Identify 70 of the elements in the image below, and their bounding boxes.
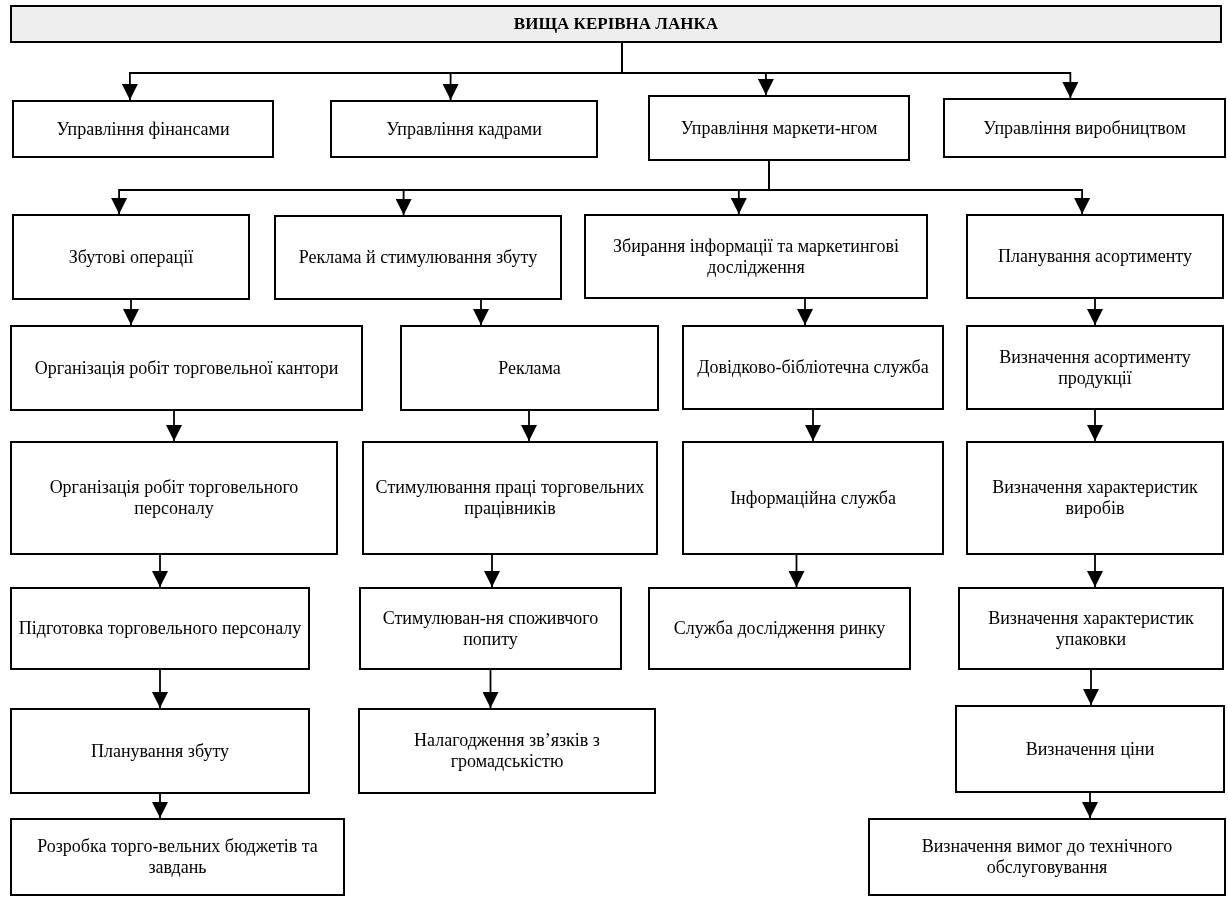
process-box bbox=[648, 587, 911, 670]
box-label: Управління фінансами bbox=[56, 118, 230, 140]
box-label: Організація робіт торговельного персоналу bbox=[48, 477, 300, 519]
process-box bbox=[943, 98, 1226, 158]
title-text: ВИЩА КЕРІВНА ЛАНКА bbox=[513, 14, 719, 34]
header-box bbox=[10, 5, 1222, 43]
process-box bbox=[10, 441, 338, 555]
process-box bbox=[10, 708, 310, 794]
box-label: Планування збуту bbox=[90, 740, 230, 762]
process-box bbox=[12, 214, 250, 300]
process-box bbox=[358, 708, 656, 794]
process-box bbox=[362, 441, 658, 555]
arrow bbox=[1087, 554, 1103, 588]
box-label: Управління виробництвом bbox=[983, 117, 1186, 139]
process-box bbox=[958, 587, 1224, 670]
process-box bbox=[682, 325, 944, 410]
box-label: Визначення асортименту продукції bbox=[998, 346, 1192, 389]
arrow bbox=[1083, 669, 1099, 706]
process-box bbox=[330, 100, 598, 158]
process-box bbox=[359, 587, 622, 670]
process-box bbox=[648, 95, 910, 161]
box-label: Управління маркети-нгом bbox=[680, 117, 878, 139]
process-box bbox=[966, 325, 1224, 410]
box-label: Визначення характеристик упаковки bbox=[987, 607, 1195, 650]
arrow bbox=[1087, 298, 1103, 326]
box-label: Служба дослідження ринку bbox=[673, 618, 886, 639]
box-label: Інформаційна служба bbox=[730, 487, 896, 509]
process-box bbox=[966, 214, 1224, 299]
process-box bbox=[12, 100, 274, 158]
process-box bbox=[10, 818, 345, 896]
box-label: Реклама bbox=[498, 357, 561, 379]
process-box bbox=[966, 441, 1224, 555]
box-label: Визначення вимог до технічного обслуговування bbox=[920, 836, 1174, 878]
process-box bbox=[10, 587, 310, 670]
process-box bbox=[400, 325, 659, 411]
arrow bbox=[768, 160, 1091, 215]
arrow bbox=[152, 669, 168, 709]
arrow bbox=[797, 298, 813, 326]
arrow bbox=[521, 410, 537, 442]
box-label: Збирання інформації та маркетингові дослідження bbox=[612, 235, 900, 278]
arrow bbox=[805, 409, 821, 442]
process-box bbox=[10, 325, 363, 411]
arrow bbox=[1087, 409, 1103, 442]
box-label: Збутові операції bbox=[68, 246, 194, 268]
box-label: Визначення характеристик виробів bbox=[991, 477, 1199, 519]
arrow bbox=[482, 669, 499, 709]
process-box bbox=[868, 818, 1226, 896]
box-label: Підготовка торговельного персоналу bbox=[18, 618, 302, 639]
process-box bbox=[584, 214, 928, 299]
arrow bbox=[123, 299, 139, 326]
box-label: Визначення ціни bbox=[1025, 738, 1155, 760]
arrow bbox=[152, 554, 168, 588]
arrow bbox=[166, 410, 182, 442]
process-box bbox=[682, 441, 944, 555]
arrow bbox=[152, 793, 168, 819]
box-label: Управління кадрами bbox=[386, 118, 542, 140]
arrow bbox=[1082, 792, 1098, 819]
process-box bbox=[955, 705, 1225, 793]
box-label: Стимулювання праці торговельних працівників bbox=[374, 477, 646, 519]
arrow bbox=[484, 554, 500, 588]
box-label: Розробка торго-вельних бюджетів та завдань bbox=[36, 836, 319, 878]
box-label: Реклама й стимулювання збуту bbox=[298, 247, 538, 268]
box-label: Довідково-бібліотечна служба bbox=[697, 357, 929, 378]
box-label: Планування асортименту bbox=[998, 246, 1192, 267]
arrow bbox=[788, 554, 805, 588]
box-label: Організація робіт торговельної кантори bbox=[34, 357, 339, 379]
arrow bbox=[473, 299, 489, 326]
process-box bbox=[274, 215, 562, 300]
box-label: Стимулюван-ня споживчого попиту bbox=[381, 607, 600, 650]
box-label: Налагодження зв’язків з громадськістю bbox=[413, 730, 601, 772]
